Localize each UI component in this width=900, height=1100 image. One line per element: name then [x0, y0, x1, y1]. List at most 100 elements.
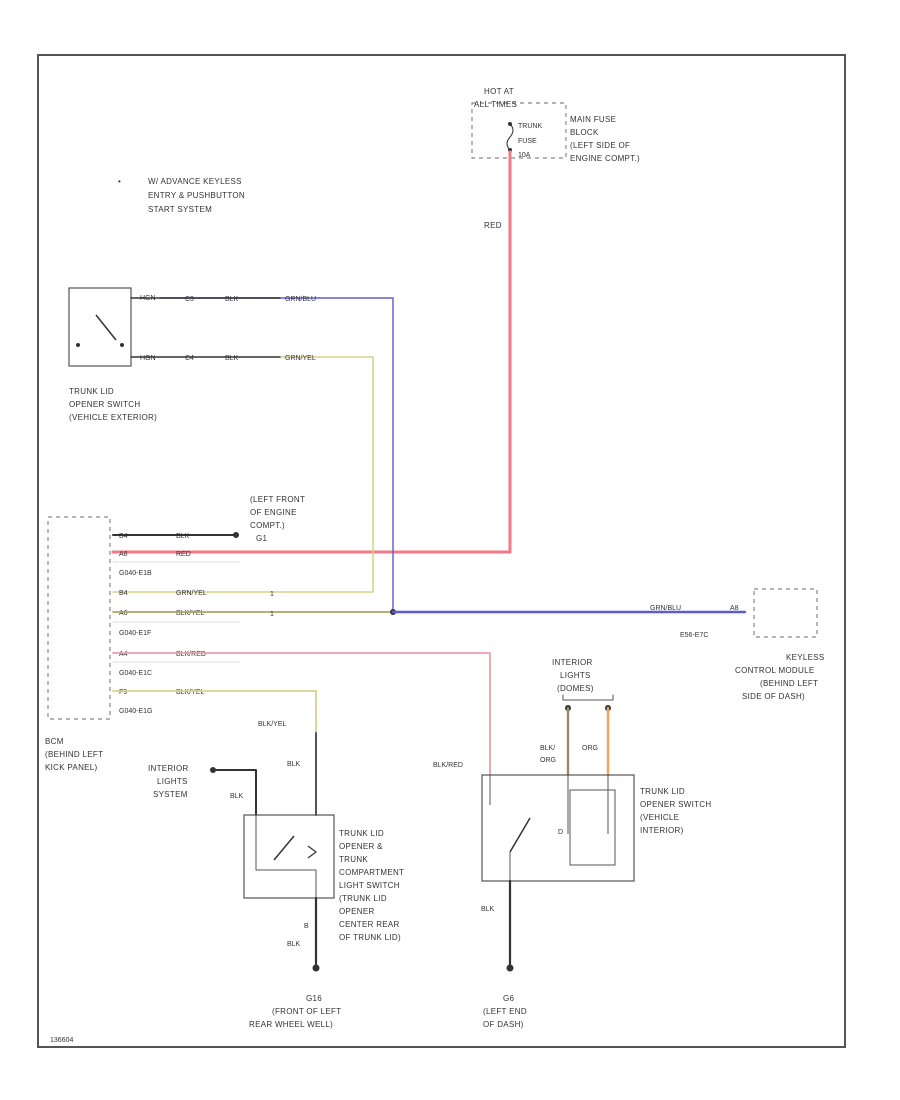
bcm-pin-3: B4	[119, 590, 128, 597]
wire-grn-yel-top	[112, 356, 374, 593]
fuse-box-line4: ENGINE COMPT.)	[570, 154, 640, 163]
bcm-color-0: BLK	[176, 533, 190, 540]
light-switch-wire-in: BLK/YEL	[258, 721, 287, 728]
ground-g16-dot	[312, 964, 320, 972]
keyless-pin: A8	[730, 605, 739, 612]
bcm-color-7: G040-E1C	[119, 670, 152, 677]
fuse-box-line3: (LEFT SIDE OF	[570, 141, 630, 150]
light-switch-wire-out2: BLK	[287, 941, 301, 948]
footer-code: 136604	[50, 1037, 73, 1044]
note-bullet: •	[118, 177, 121, 186]
ext-switch-line1: TRUNK LID	[69, 387, 114, 396]
ground-rear-line2: (FRONT OF LEFT	[272, 1007, 341, 1016]
note-line2: ENTRY & PUSHBUTTON	[148, 191, 245, 200]
ext-switch-contact-icon	[95, 314, 117, 341]
fuse-label: TRUNK	[518, 123, 542, 130]
wire2-color: BLK	[225, 355, 239, 362]
light-switch-internal	[255, 814, 317, 899]
diagram-frame	[37, 54, 846, 1048]
bcm-color-4: BLK/YEL	[176, 610, 205, 617]
int-lights-right-wire1b: ORG	[540, 757, 556, 764]
light-switch-line5: LIGHT SWITCH	[339, 881, 400, 890]
light-switch-box	[243, 814, 335, 899]
fuse-box-line2: BLOCK	[570, 128, 599, 137]
light-switch-wire-out: BLK	[287, 761, 301, 768]
ground-front-line1: (LEFT FRONT	[250, 495, 305, 504]
ground-front-line2: OF ENGINE	[250, 508, 297, 517]
note-line3: START SYSTEM	[148, 205, 212, 214]
light-switch-line4: COMPARTMENT	[339, 868, 404, 877]
wire-red-main	[111, 150, 512, 554]
keyless-line4: SIDE OF DASH)	[742, 692, 805, 701]
wire1-end: GRN/BLU	[285, 296, 316, 303]
int-lights-left-line2: LIGHTS	[157, 777, 188, 786]
ext-switch-box	[68, 287, 132, 367]
wire2-end: GRN/YEL	[285, 355, 316, 362]
int-lights-left-line1: INTERIOR	[148, 764, 189, 773]
int-switch-wire-out: BLK	[481, 906, 495, 913]
wire-blk-yel-low	[112, 690, 317, 734]
fuse-amp-label: FUSE	[518, 138, 537, 145]
bcm-color-5: G040-E1F	[119, 630, 151, 637]
bcm-pin-0: B4	[119, 533, 128, 540]
bcm-pin-4: A6	[119, 610, 128, 617]
keyless-conn: E56-E7C	[680, 632, 708, 639]
ground-front-line3: COMPT.)	[250, 521, 285, 530]
light-switch-pin-bot: B	[304, 923, 309, 930]
ground-g1-dot	[233, 532, 239, 538]
ground-g6-dot	[506, 964, 514, 972]
fuse-hot-line2: ALL TIMES	[474, 100, 517, 109]
ground-dash-line1: G6	[503, 994, 515, 1003]
wire2-conn: C4	[185, 355, 194, 362]
ground-rear-line1: G16	[306, 994, 322, 1003]
note-line1: W/ ADVANCE KEYLESS	[148, 177, 242, 186]
ground-dash-line2: (LEFT END	[483, 1007, 527, 1016]
wire-grn-blu-top	[159, 297, 394, 613]
int-switch-line4: INTERIOR)	[640, 826, 684, 835]
fuse-element-icon	[506, 123, 514, 151]
int-lights-right-wire1: BLK/	[540, 745, 555, 752]
bcm-rows: B4 BLK A8 RED G040-E1B B4 GRN/YEL A6 BLK…	[119, 533, 207, 715]
wire1-color: BLK	[225, 296, 239, 303]
int-switch-inner-box	[569, 789, 616, 866]
int-switch-line2: OPENER SWITCH	[640, 800, 711, 809]
int-lights-right-line2: LIGHTS	[560, 671, 591, 680]
bcm-pin-8: F9	[119, 689, 127, 696]
light-switch-line1: TRUNK LID	[339, 829, 384, 838]
int-switch-line3: (VEHICLE	[640, 813, 679, 822]
bcm-color-2: G040-E1B	[119, 570, 152, 577]
bcm-pin-6: A4	[119, 651, 128, 658]
bcm-color-6: BLK/RED	[176, 651, 206, 658]
fuse-hot-line1: HOT AT	[484, 87, 514, 96]
ext-switch-pin-dot	[76, 343, 80, 347]
keyless-line1: KEYLESS	[786, 653, 825, 662]
int-lights-left-wire: BLK	[230, 793, 244, 800]
wire-blk-red	[112, 652, 491, 776]
dome-bracket	[562, 694, 614, 701]
wire-blk-int-lights	[212, 769, 257, 816]
bcm-color-1: RED	[176, 551, 191, 558]
light-switch-line7: OPENER	[339, 907, 375, 916]
bcm-color-9: G040-E1G	[119, 708, 152, 715]
light-switch-line3: TRUNK	[339, 855, 368, 864]
ground-dash-line3: OF DASH)	[483, 1020, 524, 1029]
wire1-conn: C3	[185, 296, 194, 303]
ext-switch-pin-dot2	[120, 343, 124, 347]
grn-yel-marker: 1	[270, 591, 274, 598]
ground-front-line4: G1	[256, 534, 268, 543]
fuse-amp-value: 10A	[518, 152, 531, 159]
ext-switch-line3: (VEHICLE EXTERIOR)	[69, 413, 157, 422]
light-switch-line8: CENTER REAR	[339, 920, 400, 929]
ext-switch-pin2: HGN	[140, 355, 156, 362]
wire-red-label: RED	[484, 221, 502, 230]
bcm-line2: (BEHIND LEFT	[45, 750, 103, 759]
keyless-outline	[753, 588, 818, 638]
blk-yel-marker: 1	[270, 611, 274, 618]
bcm-color-3: GRN/YEL	[176, 590, 207, 597]
light-switch-line9: OF TRUNK LID)	[339, 933, 401, 942]
bcm-line3: KICK PANEL)	[45, 763, 98, 772]
int-switch-inner-label: D	[558, 829, 563, 836]
int-switch-line1: TRUNK LID	[640, 787, 685, 796]
int-switch-wire-in: BLK/RED	[433, 762, 463, 769]
